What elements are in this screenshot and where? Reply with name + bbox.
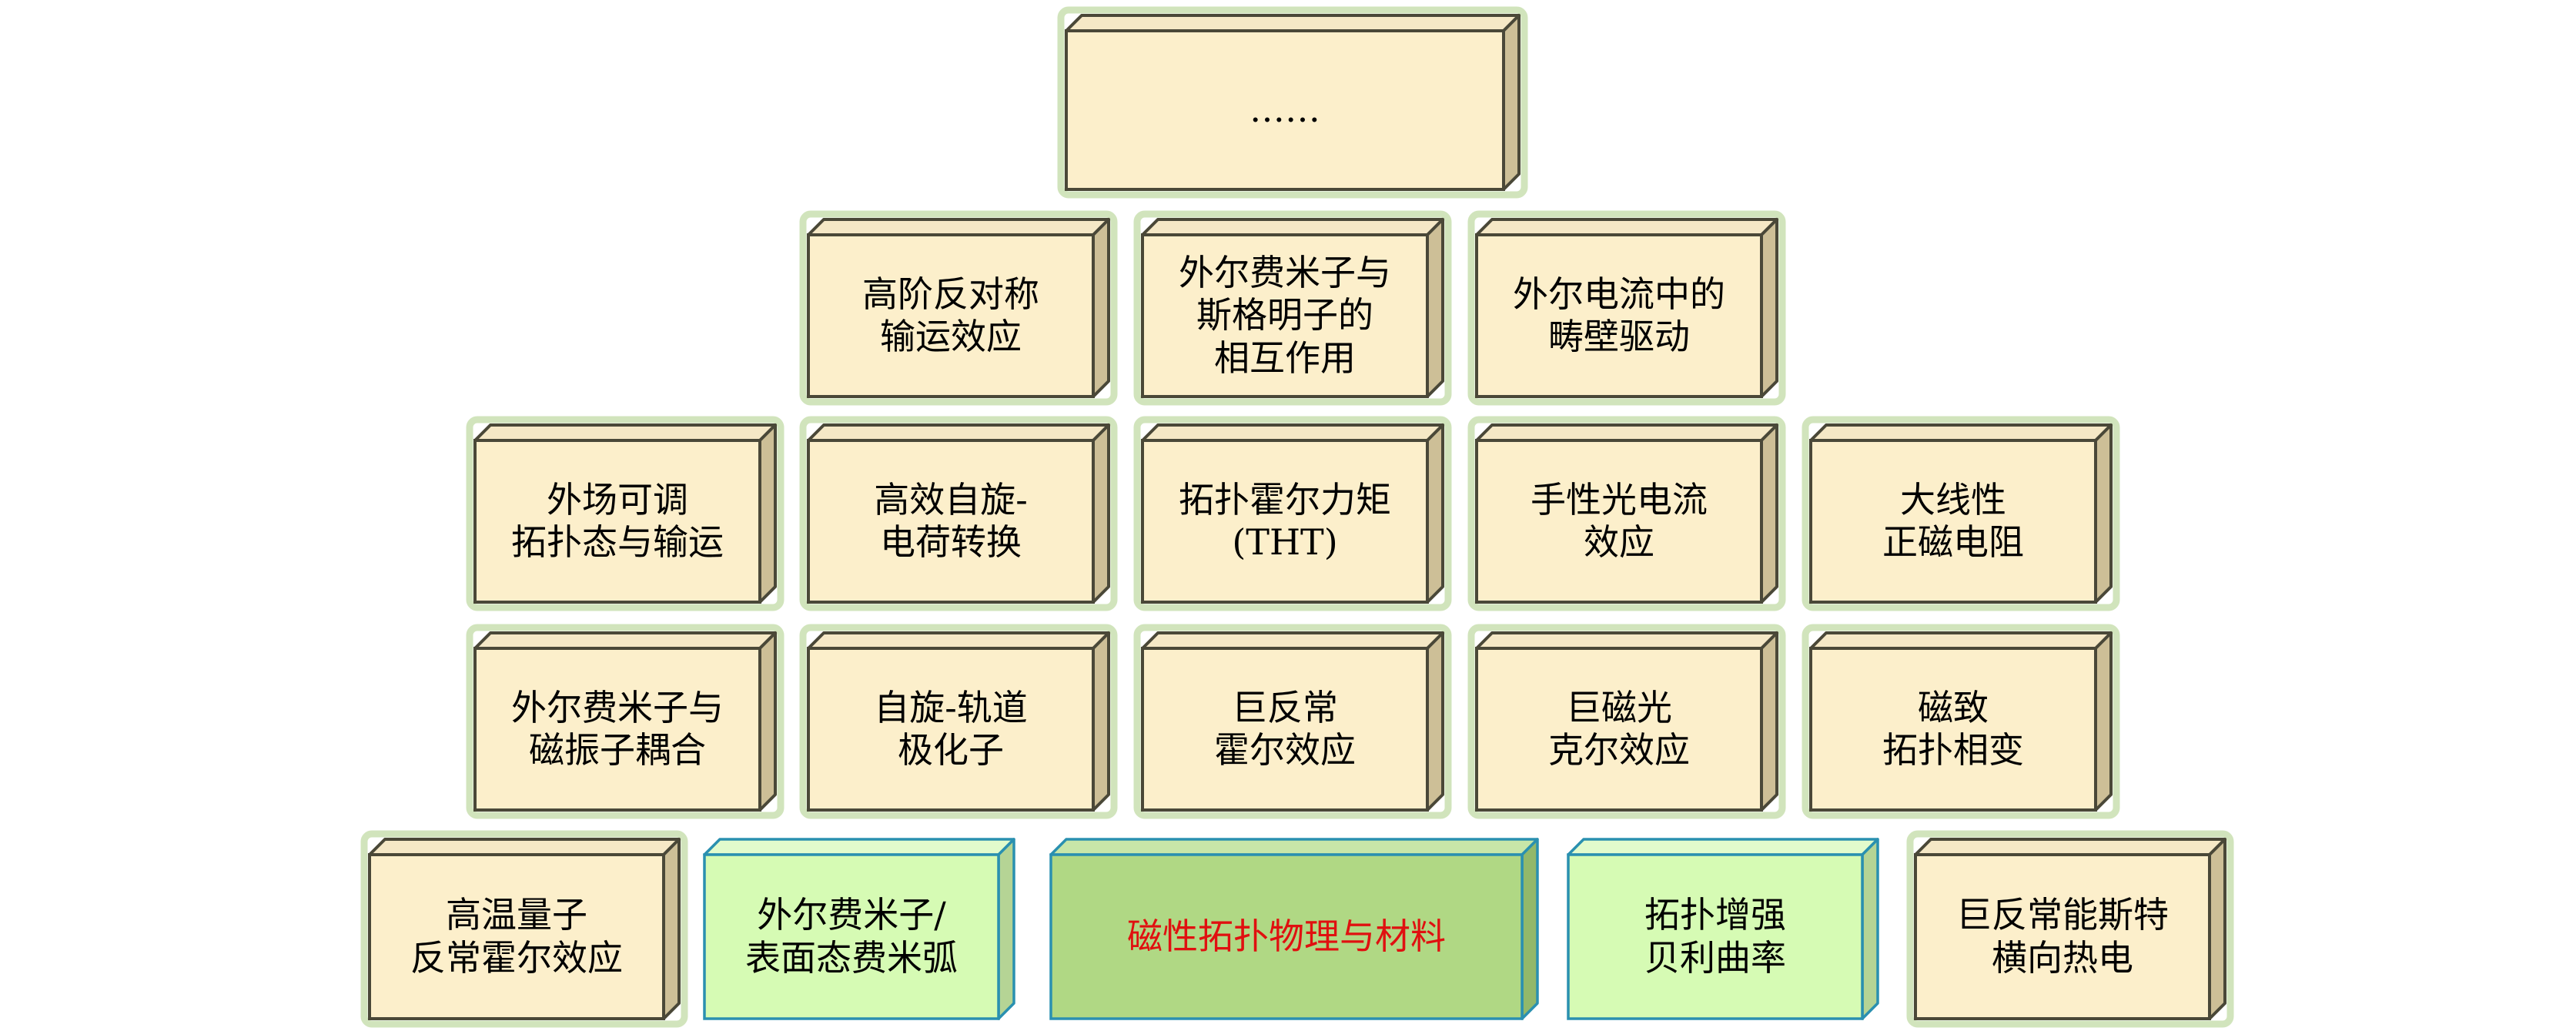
concept-box-row2-1: 高阶反对称 输运效应	[799, 210, 1118, 406]
box-3d-shape	[1049, 838, 1539, 1020]
box-3d-shape	[1906, 830, 2234, 1028]
box-label: 高效自旋- 电荷转换	[874, 478, 1028, 563]
concept-box-row5-2: 外尔费米子/ 表面态费米弧	[697, 832, 1022, 1026]
concept-box-row3-4: 手性光电流 效应	[1467, 416, 1786, 611]
box-3d-shape	[466, 624, 785, 819]
concept-box-row2-2: 外尔费米子与 斯格明子的 相互作用	[1133, 210, 1452, 406]
box-label: 高阶反对称 输运效应	[862, 273, 1039, 357]
box-3d-shape	[1057, 6, 1528, 199]
box-3d-shape	[1133, 624, 1452, 819]
box-3d-shape	[1567, 838, 1879, 1020]
box-label: 巨反常 霍尔效应	[1214, 686, 1356, 771]
concept-box-row3-1: 外场可调 拓扑态与输运	[466, 416, 785, 611]
box-3d-shape	[1133, 210, 1452, 406]
box-3d-shape	[1467, 210, 1786, 406]
concept-box-row5-5: 巨反常能斯特 横向热电	[1906, 830, 2234, 1028]
box-label: 拓扑霍尔力矩 (THT)	[1179, 478, 1391, 563]
box-3d-shape	[799, 416, 1118, 611]
concept-box-row2-3: 外尔电流中的 畴壁驱动	[1467, 210, 1786, 406]
box-label: 磁致 拓扑相变	[1882, 686, 2024, 771]
box-3d-shape	[1802, 624, 2120, 819]
concept-box-top-1: ……	[1057, 6, 1528, 199]
box-3d-shape	[1467, 624, 1786, 819]
concept-box-row3-3: 拓扑霍尔力矩 (THT)	[1133, 416, 1452, 611]
box-label: 拓扑增强 贝利曲率	[1644, 894, 1786, 979]
box-3d-shape	[1467, 416, 1786, 611]
box-label: 手性光电流 效应	[1531, 478, 1708, 563]
box-3d-shape	[799, 210, 1118, 406]
central-box-row5-3: 磁性拓扑物理与材料	[1043, 832, 1545, 1026]
box-3d-shape	[703, 838, 1015, 1020]
box-3d-shape	[1133, 416, 1452, 611]
box-label: 外尔费米子/ 表面态费米弧	[745, 894, 958, 979]
box-label: 巨反常能斯特 横向热电	[1956, 894, 2169, 979]
concept-box-row4-1: 外尔费米子与 磁振子耦合	[466, 624, 785, 819]
box-3d-shape	[360, 830, 688, 1028]
box-label: 高温量子 反常霍尔效应	[410, 894, 623, 979]
box-3d-shape	[466, 416, 785, 611]
box-label: 外尔费米子与 斯格明子的 相互作用	[1179, 252, 1391, 379]
box-label: 大线性 正磁电阻	[1882, 478, 2024, 563]
box-label: 磁性拓扑物理与材料	[1127, 915, 1446, 957]
concept-box-row4-2: 自旋-轨道 极化子	[799, 624, 1118, 819]
concept-box-row3-5: 大线性 正磁电阻	[1802, 416, 2120, 611]
concept-box-row4-5: 磁致 拓扑相变	[1802, 624, 2120, 819]
box-3d-shape	[1802, 416, 2120, 611]
box-label: 外尔电流中的 畴壁驱动	[1513, 273, 1725, 357]
box-label: 巨磁光 克尔效应	[1548, 686, 1690, 771]
box-label: 外尔费米子与 磁振子耦合	[511, 686, 724, 771]
concept-box-row3-2: 高效自旋- 电荷转换	[799, 416, 1118, 611]
box-3d-shape	[799, 624, 1118, 819]
concept-box-row5-1: 高温量子 反常霍尔效应	[360, 830, 688, 1028]
box-label: 自旋-轨道 极化子	[874, 686, 1028, 771]
box-label: 外场可调 拓扑态与输运	[511, 478, 724, 563]
box-label: ……	[1250, 89, 1320, 131]
concept-box-row4-3: 巨反常 霍尔效应	[1133, 624, 1452, 819]
concept-box-row5-4: 拓扑增强 贝利曲率	[1561, 832, 1885, 1026]
concept-box-row4-4: 巨磁光 克尔效应	[1467, 624, 1786, 819]
